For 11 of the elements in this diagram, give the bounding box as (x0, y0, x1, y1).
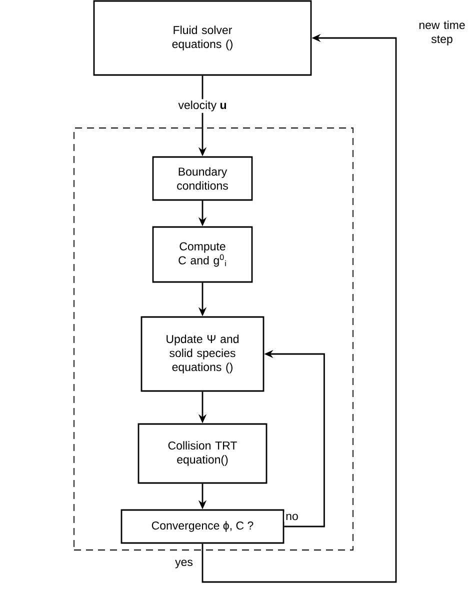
dashed-frame (74, 128, 354, 550)
note-text: new time step (419, 20, 465, 46)
process-box: Boundary conditions (152, 156, 253, 201)
process-box: Collision TRT equation() (138, 423, 268, 484)
decision-box: Convergence ϕ, C ? (120, 509, 284, 544)
edge-label: velocity u (176, 99, 228, 113)
solver-box: Fluid solver equations () (93, 0, 312, 76)
process-box: Update Ψ and solid species equations () (140, 316, 264, 392)
edge-label: no (284, 512, 300, 522)
process-box: Compute C and g$^{0}$i (152, 226, 253, 283)
edge-label: yes (174, 558, 194, 570)
